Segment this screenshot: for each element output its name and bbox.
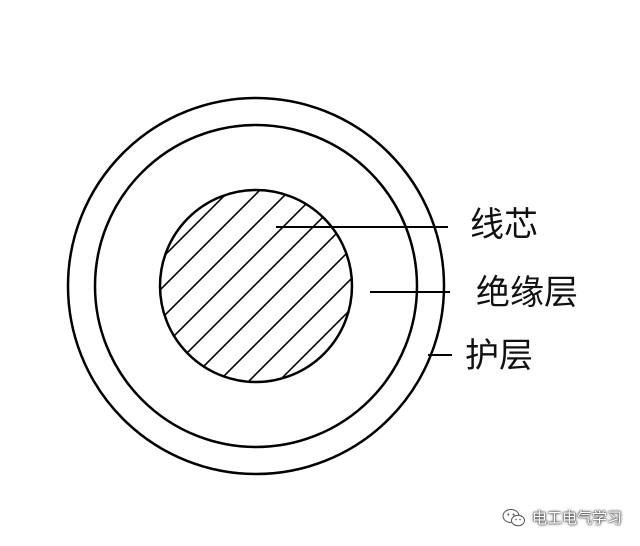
core-label: 线芯 [470,205,538,245]
insulation-circle [93,123,419,449]
insulation-label: 绝缘层 [476,273,578,313]
watermark-text: 电工电气学习 [531,509,622,527]
sheath-label: 护层 [465,336,533,376]
wechat-icon [502,508,525,526]
core-circle [158,188,354,384]
watermark: 电工电气学习 [502,507,622,528]
